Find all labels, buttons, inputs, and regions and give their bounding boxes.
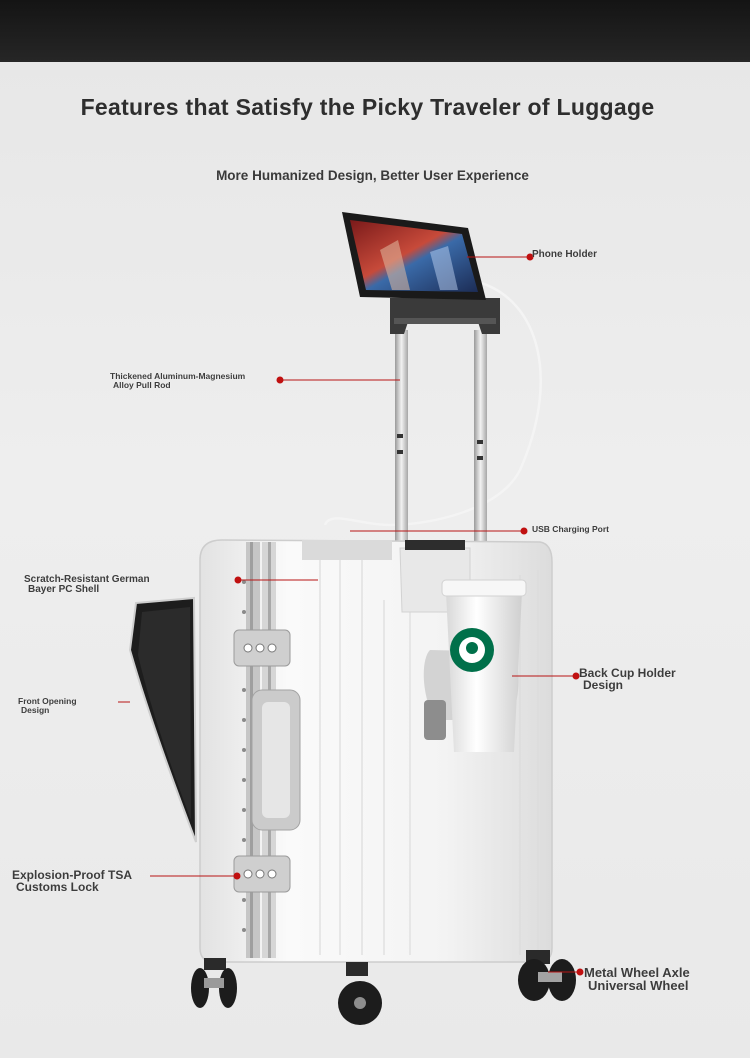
tsa-lock-top <box>233 629 291 667</box>
front-opening-panel <box>128 596 197 843</box>
side-handle <box>251 689 301 831</box>
label-front-opening: Front Opening Design <box>18 696 77 715</box>
coffee-cup <box>441 579 527 752</box>
page-subheadline: More Humanized Design, Better User Exper… <box>216 168 529 183</box>
wheel-rear-right <box>518 950 576 1001</box>
label-universal-wheel: Metal Wheel Axle Universal Wheel <box>584 965 690 993</box>
callouts <box>118 253 584 976</box>
tsa-lock-bottom <box>233 855 291 893</box>
page-headline: Features that Satisfy the Picky Traveler… <box>80 94 655 120</box>
charging-cable <box>323 280 542 527</box>
label-pull-rod: Thickened Aluminum-Magnesium Alloy Pull … <box>110 371 246 390</box>
label-pc-shell: Scratch-Resistant German Bayer PC Shell <box>24 574 150 595</box>
pull-rod <box>395 330 487 550</box>
label-phone-holder: Phone Holder <box>532 249 598 260</box>
wheel-front-left <box>191 958 237 1008</box>
tablet-device <box>342 212 486 300</box>
top-dark-banner <box>0 0 750 62</box>
label-usb-charging-port: USB Charging Port <box>532 524 609 534</box>
label-tsa-lock: Explosion-Proof TSA Customs Lock <box>12 868 132 894</box>
wheel-center <box>338 962 382 1025</box>
label-cup-holder: Back Cup Holder Design <box>579 666 676 692</box>
trolley-handle <box>390 298 500 334</box>
